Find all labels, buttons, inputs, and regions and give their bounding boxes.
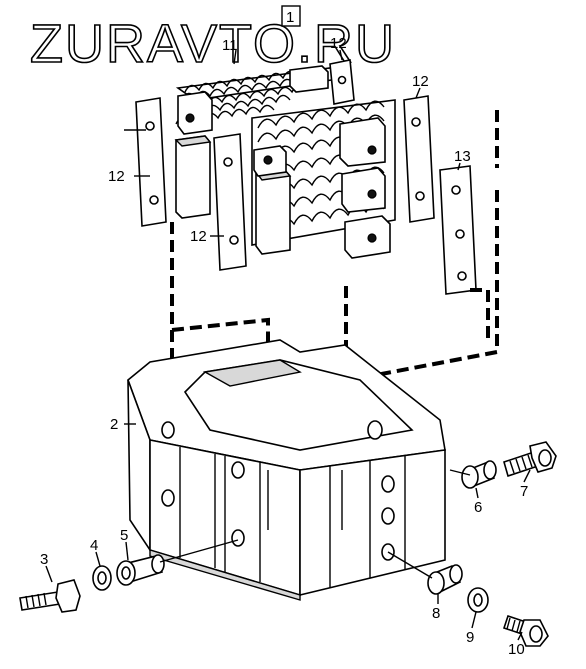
mounting-plate-center	[213, 133, 247, 271]
callout-4: 4	[90, 537, 98, 554]
callout-11: 11	[222, 37, 238, 54]
callout-6: 6	[474, 499, 482, 516]
callout-12-left: 12	[108, 168, 125, 185]
callout-1-label: 1	[286, 9, 294, 26]
bushing-bottom	[427, 564, 463, 595]
callout-leaders	[45, 49, 531, 641]
callout-5: 5	[120, 527, 128, 544]
washer-left	[92, 565, 112, 591]
callout-1: 1	[281, 5, 301, 27]
callout-10: 10	[508, 641, 525, 658]
heater-element-bank	[135, 59, 477, 295]
callout-3: 3	[40, 551, 48, 568]
assembly-axis-lines	[159, 469, 471, 579]
ceramic-block-2	[174, 135, 212, 219]
ceramic-block-4	[339, 117, 386, 167]
terminal-strip	[439, 165, 477, 295]
ceramic-block-3	[254, 167, 292, 255]
callout-8: 8	[432, 605, 440, 622]
bushing-left	[116, 554, 165, 586]
ceramic-block-6	[344, 215, 391, 259]
callout-7: 7	[520, 483, 528, 500]
hex-bolt-left	[19, 579, 81, 613]
bushing-right	[461, 460, 497, 489]
housing-frame	[127, 339, 446, 601]
mounting-plate-right	[403, 95, 435, 223]
mounting-plate-left	[135, 97, 167, 227]
callout-9: 9	[466, 629, 474, 646]
callout-2: 2	[110, 416, 118, 433]
hex-bolt-right	[503, 441, 557, 478]
ceramic-block-1	[177, 91, 213, 135]
washer-bottom	[467, 587, 489, 613]
ceramic-block-7	[289, 65, 329, 93]
hex-bolt-bottom	[502, 614, 549, 647]
ceramic-block-8	[253, 145, 287, 177]
callout-12-right: 12	[412, 73, 429, 90]
callout-13: 13	[454, 148, 471, 165]
callout-12-top: 12	[330, 35, 347, 52]
watermark-logo: ZURAVTO.RU	[30, 14, 396, 74]
callout-12-center: 12	[190, 228, 207, 245]
mounting-plate-top	[329, 59, 355, 105]
ceramic-block-5	[341, 167, 386, 213]
